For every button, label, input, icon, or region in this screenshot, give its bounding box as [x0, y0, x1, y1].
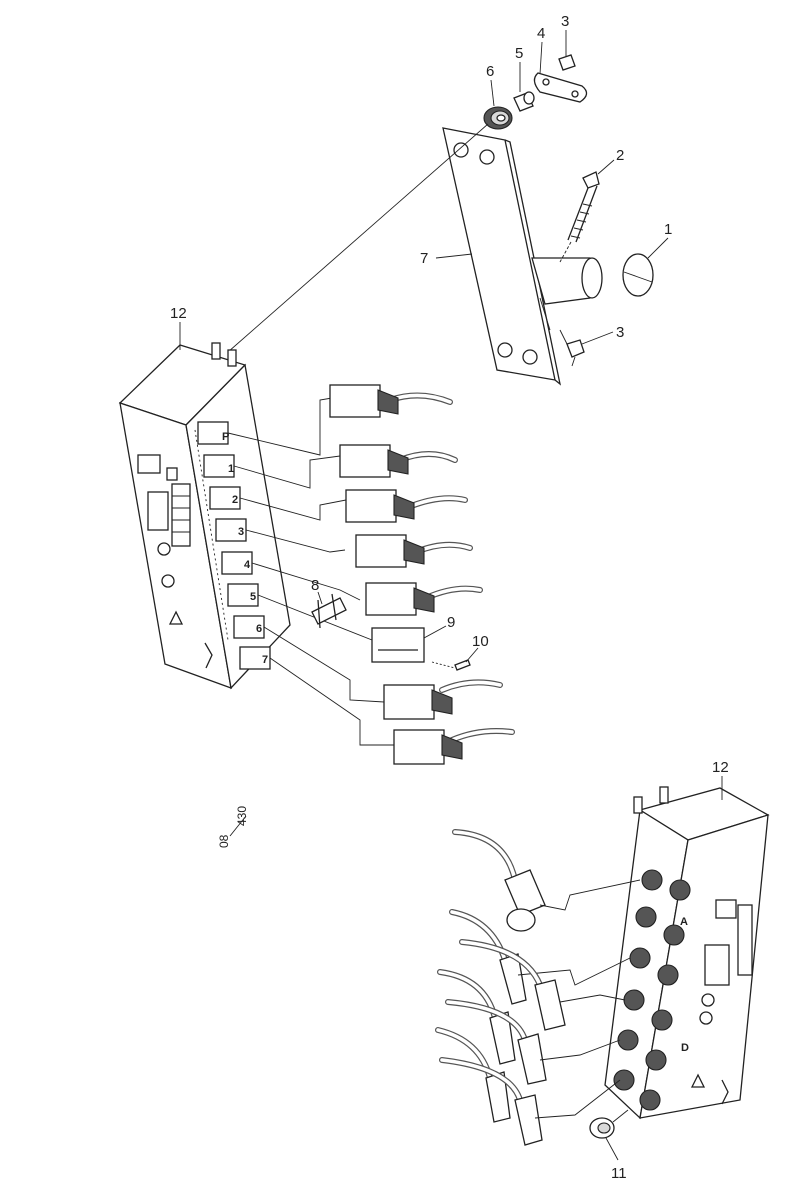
mounting-plate-assembly [227, 54, 654, 386]
m12-port [645, 1049, 667, 1071]
connector-plug [339, 444, 458, 478]
callout-12-upper: 12 [170, 305, 187, 322]
callouts: 1 2 3 3 4 5 6 7 8 9 10 11 12 12 [170, 13, 729, 1182]
m12-port [651, 1009, 673, 1031]
connector-plug [383, 679, 503, 720]
callout-1: 1 [664, 221, 672, 238]
port-4: 4 [221, 551, 253, 575]
callout-7: 7 [420, 250, 428, 267]
led-panel [137, 454, 161, 474]
m12-port [657, 964, 679, 986]
svg-text:2: 2 [232, 494, 238, 506]
callout-11: 11 [611, 1165, 627, 1182]
callout-8: 8 [311, 577, 319, 594]
plate-hole [497, 342, 513, 358]
callout-12-lower: 12 [712, 759, 729, 776]
svg-text:A: A [680, 916, 688, 928]
screw-shaft [567, 185, 598, 243]
bridge-8 [311, 593, 347, 629]
terminal-connector [371, 627, 425, 663]
m12-port [635, 906, 657, 928]
callout-2: 2 [616, 147, 624, 164]
plate-hole [522, 349, 538, 365]
led-bar [737, 904, 753, 976]
stud [227, 349, 237, 367]
stud [211, 342, 221, 360]
stud [659, 786, 669, 804]
callout-3-top: 3 [561, 13, 569, 30]
connector-plug [393, 728, 515, 765]
nut [566, 339, 585, 358]
m12-port [629, 947, 651, 969]
indicator-icon [161, 574, 175, 588]
indicator-icon [699, 1011, 713, 1025]
port-5: 5 [227, 583, 259, 607]
mounting-plate [442, 127, 556, 381]
port-3: 3 [215, 518, 247, 542]
lower-cables [435, 829, 641, 1146]
m12-port [639, 1089, 661, 1111]
port-7: 7 [239, 646, 271, 670]
callout-6: 6 [486, 63, 494, 80]
screw-head [582, 171, 600, 189]
svg-text:6: 6 [256, 623, 262, 635]
svg-text:P: P [222, 431, 229, 443]
elbow-connector [514, 1094, 543, 1146]
elbow-connector [504, 869, 546, 916]
svg-text:1: 1 [228, 463, 234, 475]
plug-icon [721, 1079, 729, 1105]
m12-port [617, 1029, 639, 1051]
svg-text:5: 5 [250, 591, 256, 603]
retaining-ring [622, 253, 654, 297]
svg-text:D: D [681, 1042, 689, 1054]
m12-port [663, 924, 685, 946]
port-P: P [197, 421, 229, 445]
upper-connectors [311, 384, 515, 765]
m12-port [613, 1069, 635, 1091]
stud [633, 796, 643, 814]
led-grid [704, 944, 730, 986]
led-grid [147, 491, 169, 531]
bracket [533, 72, 588, 103]
indicator-icon [157, 542, 171, 556]
m12-port [641, 869, 663, 891]
drawing-id: 08 430 [217, 806, 249, 848]
connector-plug [365, 582, 483, 616]
svg-text:3: 3 [238, 526, 244, 538]
warning-icon [168, 610, 184, 625]
callout-5: 5 [515, 45, 523, 62]
callout-3-bottom: 3 [616, 324, 624, 341]
plate-hole [453, 142, 469, 158]
plug-icon [204, 642, 213, 669]
callout-4: 4 [537, 25, 545, 42]
nut [558, 54, 576, 71]
routing-lines [227, 397, 394, 746]
led-bar [171, 483, 191, 547]
connector-plug [355, 534, 473, 568]
connector-plug [345, 489, 468, 523]
pin-10 [431, 659, 471, 671]
callout-10: 10 [472, 633, 489, 650]
junction-box-lower: A D [604, 786, 770, 1120]
svg-text:430: 430 [235, 806, 249, 826]
warning-icon [690, 1073, 706, 1088]
elbow-connector [534, 979, 566, 1031]
port-2: 2 [209, 486, 241, 510]
connector-plug [329, 384, 453, 418]
elbow-connector [517, 1033, 547, 1085]
indicator-icon [701, 993, 715, 1007]
svg-text:4: 4 [244, 559, 251, 571]
port-1: 1 [203, 454, 235, 478]
svg-text:08: 08 [217, 834, 231, 848]
svg-text:7: 7 [262, 654, 268, 666]
plate-hole [479, 149, 495, 165]
port-6: 6 [233, 615, 265, 639]
led-panel [715, 899, 737, 919]
callout-9: 9 [447, 614, 455, 631]
m12-port [669, 879, 691, 901]
m12-port [623, 989, 645, 1011]
